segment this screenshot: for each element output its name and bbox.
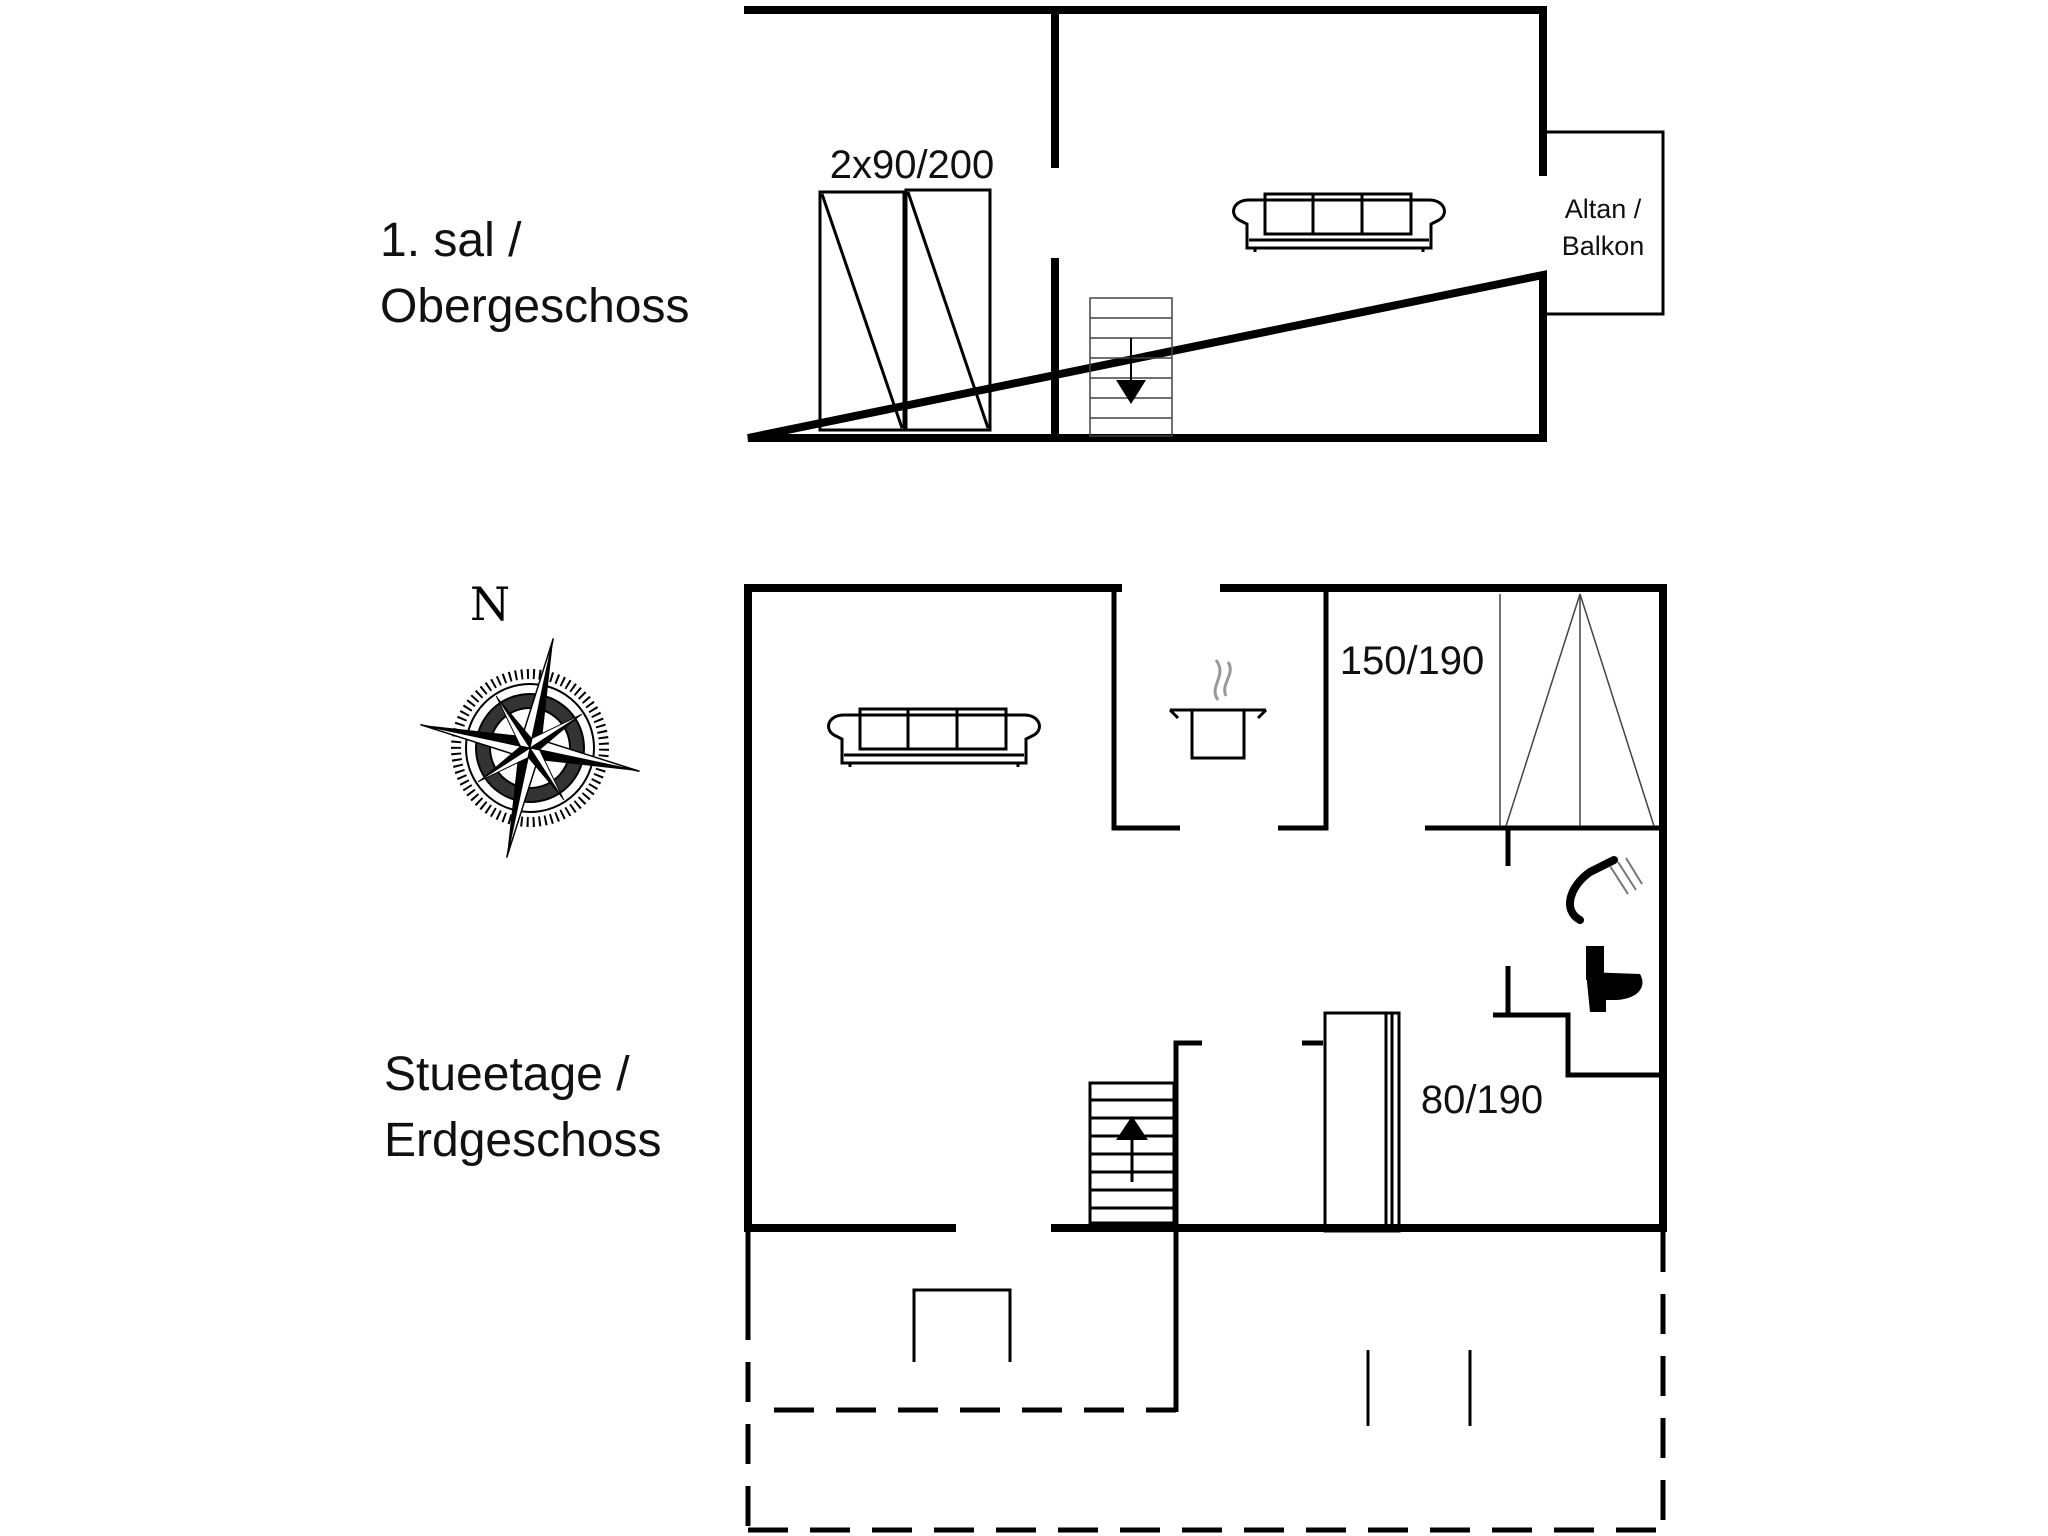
balcony-label-line1: Altan /	[1565, 194, 1642, 224]
annex-fixture	[912, 1288, 1012, 1362]
sofa-icon	[1232, 192, 1446, 252]
compass: N	[420, 577, 640, 858]
bed-size-label-80: 80/190	[1421, 1078, 1543, 1122]
double-bed-icon	[1499, 593, 1655, 827]
shower-icon	[1566, 856, 1643, 924]
balcony-label-line2: Balkon	[1562, 231, 1645, 261]
twin-bed-icon	[818, 188, 992, 432]
sofa-icon	[827, 707, 1041, 767]
upper-floor-walls	[744, 6, 1547, 442]
compass-rose-icon	[420, 638, 640, 858]
balcony	[1543, 130, 1665, 316]
toilet-icon	[1586, 946, 1643, 1012]
ground-floor-label-line2: Erdgeschoss	[384, 1114, 661, 1167]
bathroom-wall-south	[1493, 1012, 1660, 1078]
ground-floor-label-line1: Stueetage /	[384, 1048, 630, 1101]
upper-floor: 1. sal / Obergeschoss Altan / Balkon 2x9…	[380, 6, 1665, 442]
upper-floor-label-line1: 1. sal /	[380, 214, 522, 267]
ground-floor: Stueetage / Erdgeschoss	[384, 584, 1667, 1533]
bed-size-label-upper: 2x90/200	[830, 143, 995, 187]
stair-partition	[1173, 1040, 1202, 1228]
north-label: N	[470, 577, 510, 631]
cooking-pot-icon	[1168, 659, 1268, 760]
upper-floor-label-line2: Obergeschoss	[380, 280, 690, 333]
single-bed-icon	[1323, 1011, 1401, 1233]
kitchen-wall-east	[1278, 590, 1329, 831]
kitchen-wall-west	[1111, 590, 1180, 831]
ground-wall-east	[1051, 584, 1667, 1232]
stairs-down-icon	[1089, 297, 1173, 437]
bed-size-label-150: 150/190	[1340, 639, 1485, 683]
stairs-up-icon	[1088, 1081, 1176, 1225]
bathroom-wall-lower	[1493, 966, 1511, 1018]
ground-wall-west	[744, 584, 1122, 1232]
